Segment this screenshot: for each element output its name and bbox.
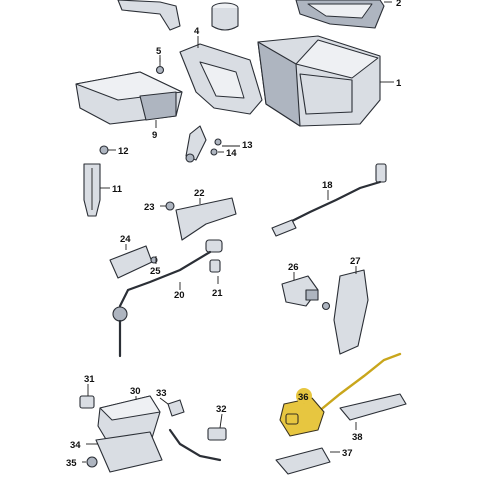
callout-21: 21	[212, 288, 223, 299]
callout-30: 30	[130, 386, 141, 397]
part-12-bolt[interactable]	[99, 145, 109, 155]
part-20-exhaust-sensor[interactable]	[112, 239, 223, 358]
callout-26: 26	[288, 262, 299, 273]
part-23-screw[interactable]	[165, 201, 175, 211]
callout-38: 38	[352, 432, 363, 443]
part-1-lower-housing[interactable]	[257, 35, 381, 127]
callout-12: 12	[118, 146, 129, 157]
callout-25: 25	[150, 266, 161, 277]
callout-14: 14	[226, 148, 237, 159]
callout-36: 36	[298, 392, 309, 403]
callout-2: 2	[396, 0, 401, 9]
callout-9: 9	[152, 130, 157, 141]
callout-20: 20	[174, 290, 185, 301]
callout-18: 18	[322, 180, 333, 191]
part-4-bracket-frame[interactable]	[179, 43, 263, 115]
part-9-control-unit[interactable]	[75, 71, 183, 125]
callout-5: 5	[156, 46, 162, 57]
part-21-connector[interactable]	[209, 259, 221, 273]
part-35-nut[interactable]	[86, 456, 98, 468]
callout-11: 11	[112, 184, 123, 195]
callout-32: 32	[216, 404, 227, 415]
callout-35: 35	[66, 458, 77, 469]
part-27-bracket[interactable]	[333, 269, 369, 355]
part-13-sensor[interactable]	[185, 125, 207, 163]
part-22-bracket[interactable]	[175, 197, 237, 241]
part-31-clip[interactable]	[79, 395, 95, 409]
callout-36-highlight	[296, 388, 312, 404]
callout-33: 33	[156, 388, 167, 399]
callout-4: 4	[194, 26, 200, 37]
leader-lines	[82, 1, 394, 463]
callout-34: 34	[70, 440, 81, 451]
part-2-upper-housing[interactable]	[295, 0, 385, 29]
part-18-sensor-cable[interactable]	[271, 163, 387, 237]
part-37-base-plate[interactable]	[275, 447, 331, 475]
callout-31: 31	[84, 374, 95, 385]
callout-1: 1	[396, 78, 402, 89]
part-canister[interactable]	[211, 2, 239, 31]
callout-37: 37	[342, 448, 353, 459]
part-33-probe[interactable]	[167, 399, 185, 417]
callout-22: 22	[194, 188, 205, 199]
part-32-connector[interactable]	[207, 427, 227, 441]
part-38-bracket[interactable]	[339, 393, 407, 421]
part-11-probe[interactable]	[83, 163, 101, 217]
part-33-cable	[168, 428, 222, 462]
part-bracket-top[interactable]	[117, 0, 181, 31]
callout-27: 27	[350, 256, 361, 267]
callout-13: 13	[242, 140, 253, 151]
part-14-screws[interactable]	[210, 138, 222, 156]
part-25-clip[interactable]	[150, 256, 158, 264]
part-24-mount[interactable]	[109, 245, 153, 279]
callout-24: 24	[120, 234, 131, 245]
callout-23: 23	[144, 202, 155, 213]
part-36-pressure-sensor[interactable]	[279, 352, 402, 437]
part-26-sensor[interactable]	[281, 275, 319, 307]
part-34-bracket[interactable]	[95, 431, 163, 473]
part-screw-27[interactable]	[321, 301, 331, 311]
